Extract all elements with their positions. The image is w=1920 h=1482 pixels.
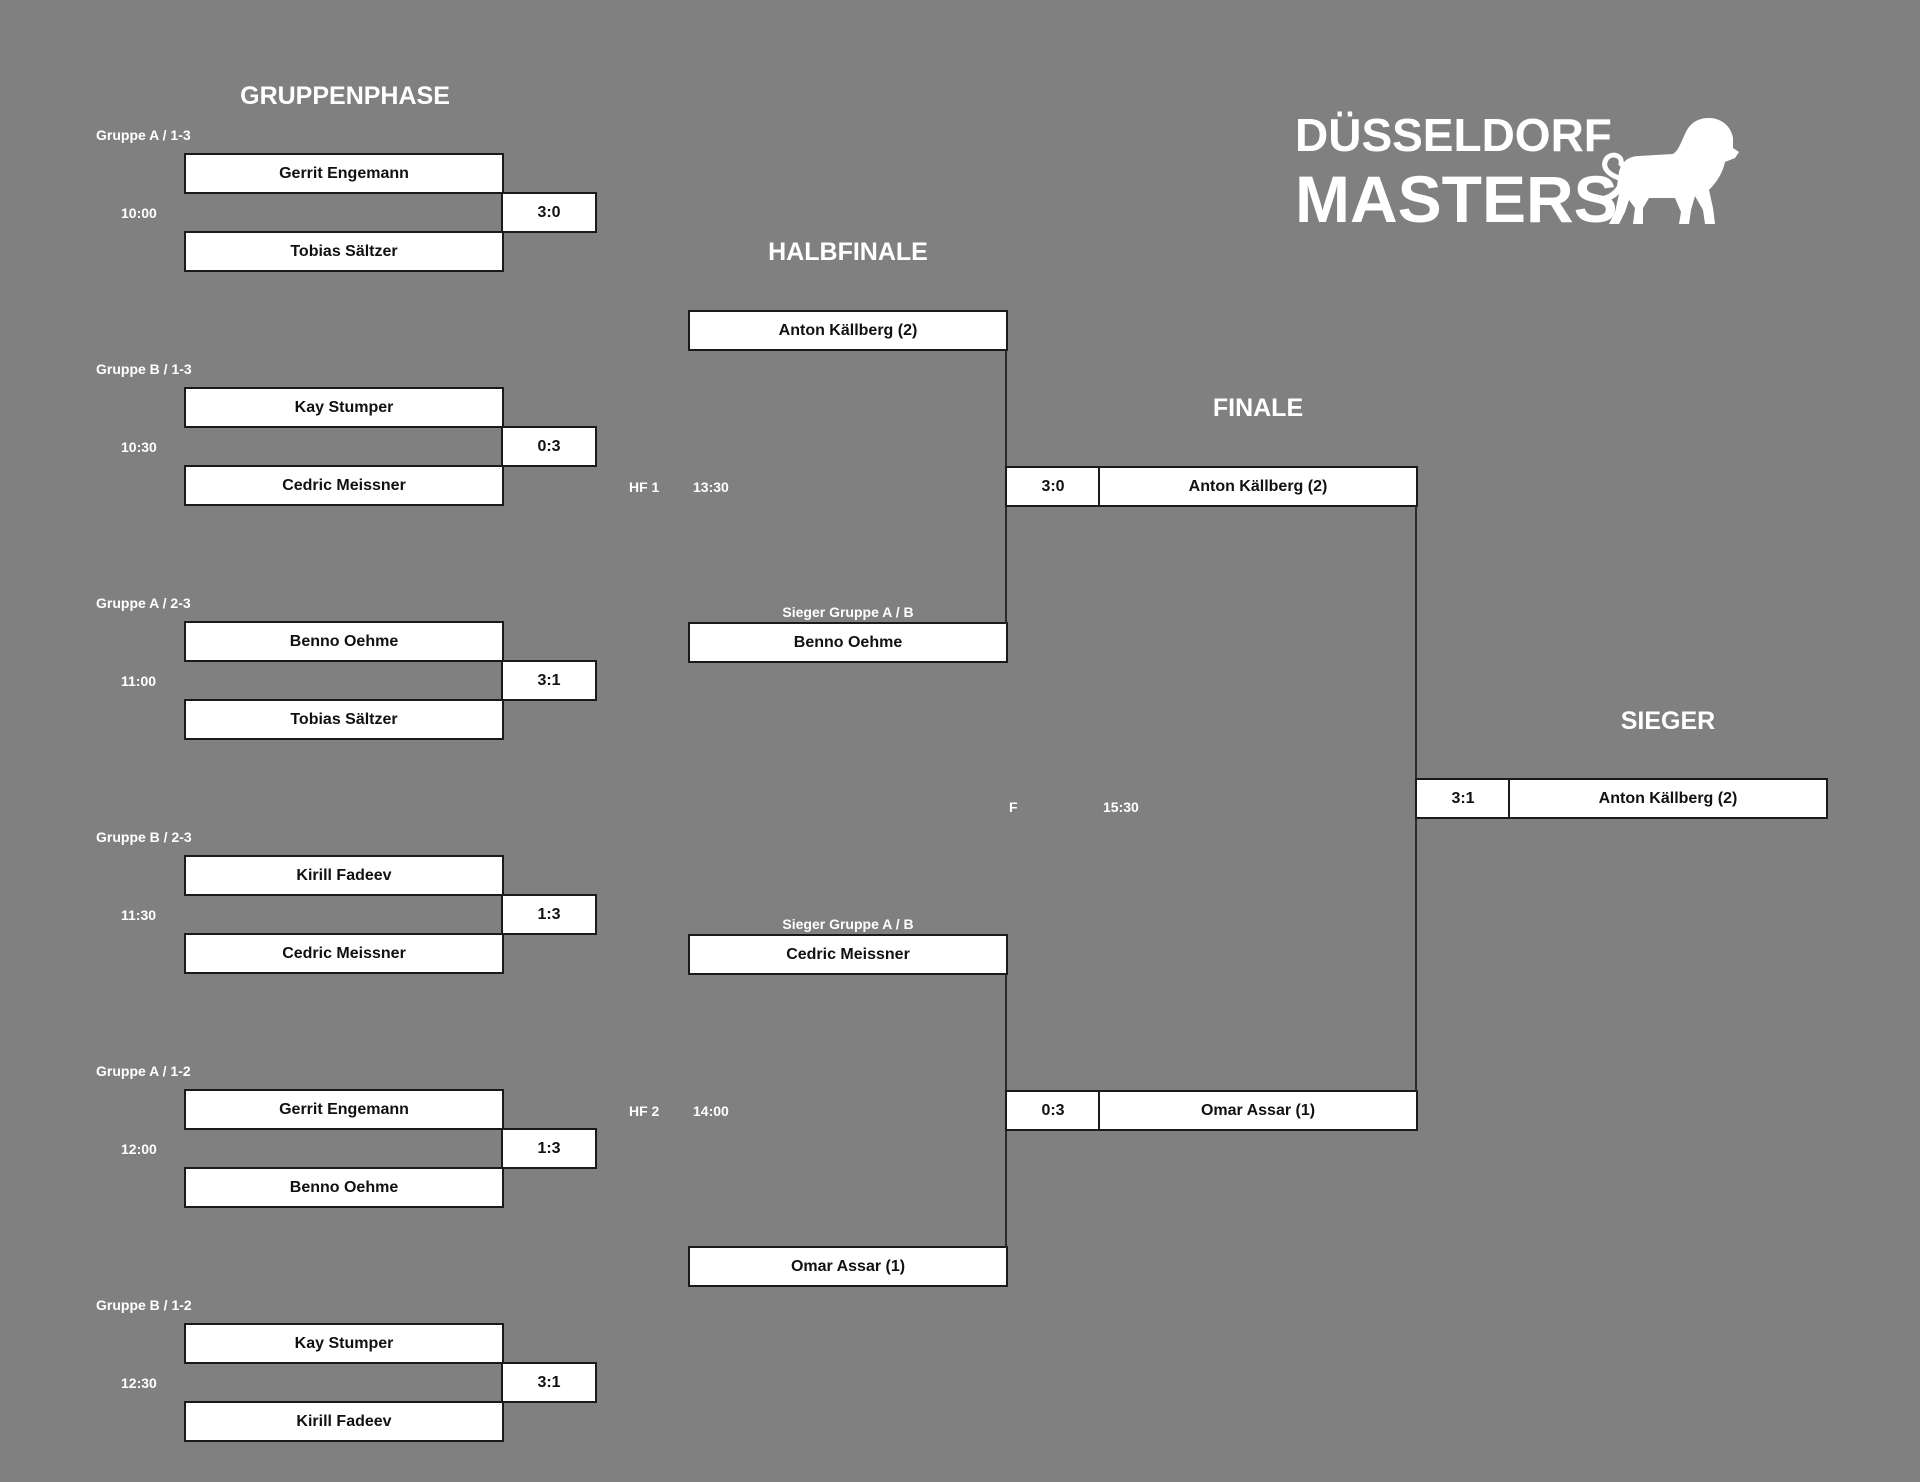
- heading-sieger: SIEGER: [1620, 707, 1716, 735]
- group-match-player2: Benno Oehme: [184, 1167, 504, 1208]
- group-match-label: Gruppe B / 2-3: [96, 829, 192, 845]
- group-match-player2: Cedric Meissner: [184, 465, 504, 506]
- group-match-label: Gruppe A / 1-3: [96, 127, 191, 143]
- lion-icon: [1595, 118, 1739, 224]
- final-entry1-score: 3:0: [1005, 466, 1101, 507]
- semifinal-1-player2-label: Sieger Gruppe A / B: [782, 604, 914, 620]
- semifinal-1-code: HF 1: [629, 479, 660, 495]
- semifinal-2-player1: Cedric Meissner: [688, 934, 1008, 975]
- group-match-label: Gruppe B / 1-2: [96, 1297, 192, 1313]
- group-match-score: 1:3: [501, 894, 597, 935]
- heading-gruppenphase: GRUPPENPHASE: [240, 82, 450, 110]
- group-match-player1: Kirill Fadeev: [184, 855, 504, 896]
- final-time: 15:30: [1103, 799, 1139, 815]
- group-match-player1: Gerrit Engemann: [184, 1089, 504, 1130]
- semifinal-2-player1-label: Sieger Gruppe A / B: [782, 916, 914, 932]
- final-code: F: [1009, 799, 1018, 815]
- heading-finale: FINALE: [1212, 394, 1304, 422]
- final-entry2-score: 0:3: [1005, 1090, 1101, 1131]
- group-match-time: 11:00: [121, 673, 157, 689]
- group-match-player2: Tobias Sältzer: [184, 699, 504, 740]
- group-match-label: Gruppe A / 1-2: [96, 1063, 191, 1079]
- group-match-score: 3:1: [501, 1362, 597, 1403]
- semifinal-1-player1: Anton Källberg (2): [688, 310, 1008, 351]
- group-match-time: 10:00: [121, 205, 157, 221]
- group-match-player2: Tobias Sältzer: [184, 231, 504, 272]
- semifinal-1-player2: Benno Oehme: [688, 622, 1008, 663]
- group-match-player2: Kirill Fadeev: [184, 1401, 504, 1442]
- semifinal-2-time: 14:00: [693, 1103, 729, 1119]
- group-match-time: 11:30: [121, 907, 157, 923]
- group-match-time: 10:30: [121, 439, 157, 455]
- semifinal-2-code: HF 2: [629, 1103, 660, 1119]
- heading-halbfinale: HALBFINALE: [768, 238, 928, 266]
- group-match-time: 12:30: [121, 1375, 157, 1391]
- event-logo: DÜSSELDORF MASTERS: [1295, 108, 1765, 238]
- semifinal-1-time: 13:30: [693, 479, 729, 495]
- winner-score: 3:1: [1415, 778, 1511, 819]
- group-match-player1: Benno Oehme: [184, 621, 504, 662]
- group-match-score: 0:3: [501, 426, 597, 467]
- group-match-label: Gruppe A / 2-3: [96, 595, 191, 611]
- group-match-score: 3:1: [501, 660, 597, 701]
- group-match-player2: Cedric Meissner: [184, 933, 504, 974]
- group-match-score: 3:0: [501, 192, 597, 233]
- group-match-player1: Kay Stumper: [184, 1323, 504, 1364]
- logo-line2: MASTERS: [1295, 162, 1618, 236]
- winner-player: Anton Källberg (2): [1508, 778, 1828, 819]
- final-entry2-player: Omar Assar (1): [1098, 1090, 1418, 1131]
- semifinal-2-player2: Omar Assar (1): [688, 1246, 1008, 1287]
- logo-line1: DÜSSELDORF: [1295, 109, 1612, 161]
- group-match-score: 1:3: [501, 1128, 597, 1169]
- final-entry1-player: Anton Källberg (2): [1098, 466, 1418, 507]
- group-match-time: 12:00: [121, 1141, 157, 1157]
- group-match-player1: Kay Stumper: [184, 387, 504, 428]
- group-match-label: Gruppe B / 1-3: [96, 361, 192, 377]
- group-match-player1: Gerrit Engemann: [184, 153, 504, 194]
